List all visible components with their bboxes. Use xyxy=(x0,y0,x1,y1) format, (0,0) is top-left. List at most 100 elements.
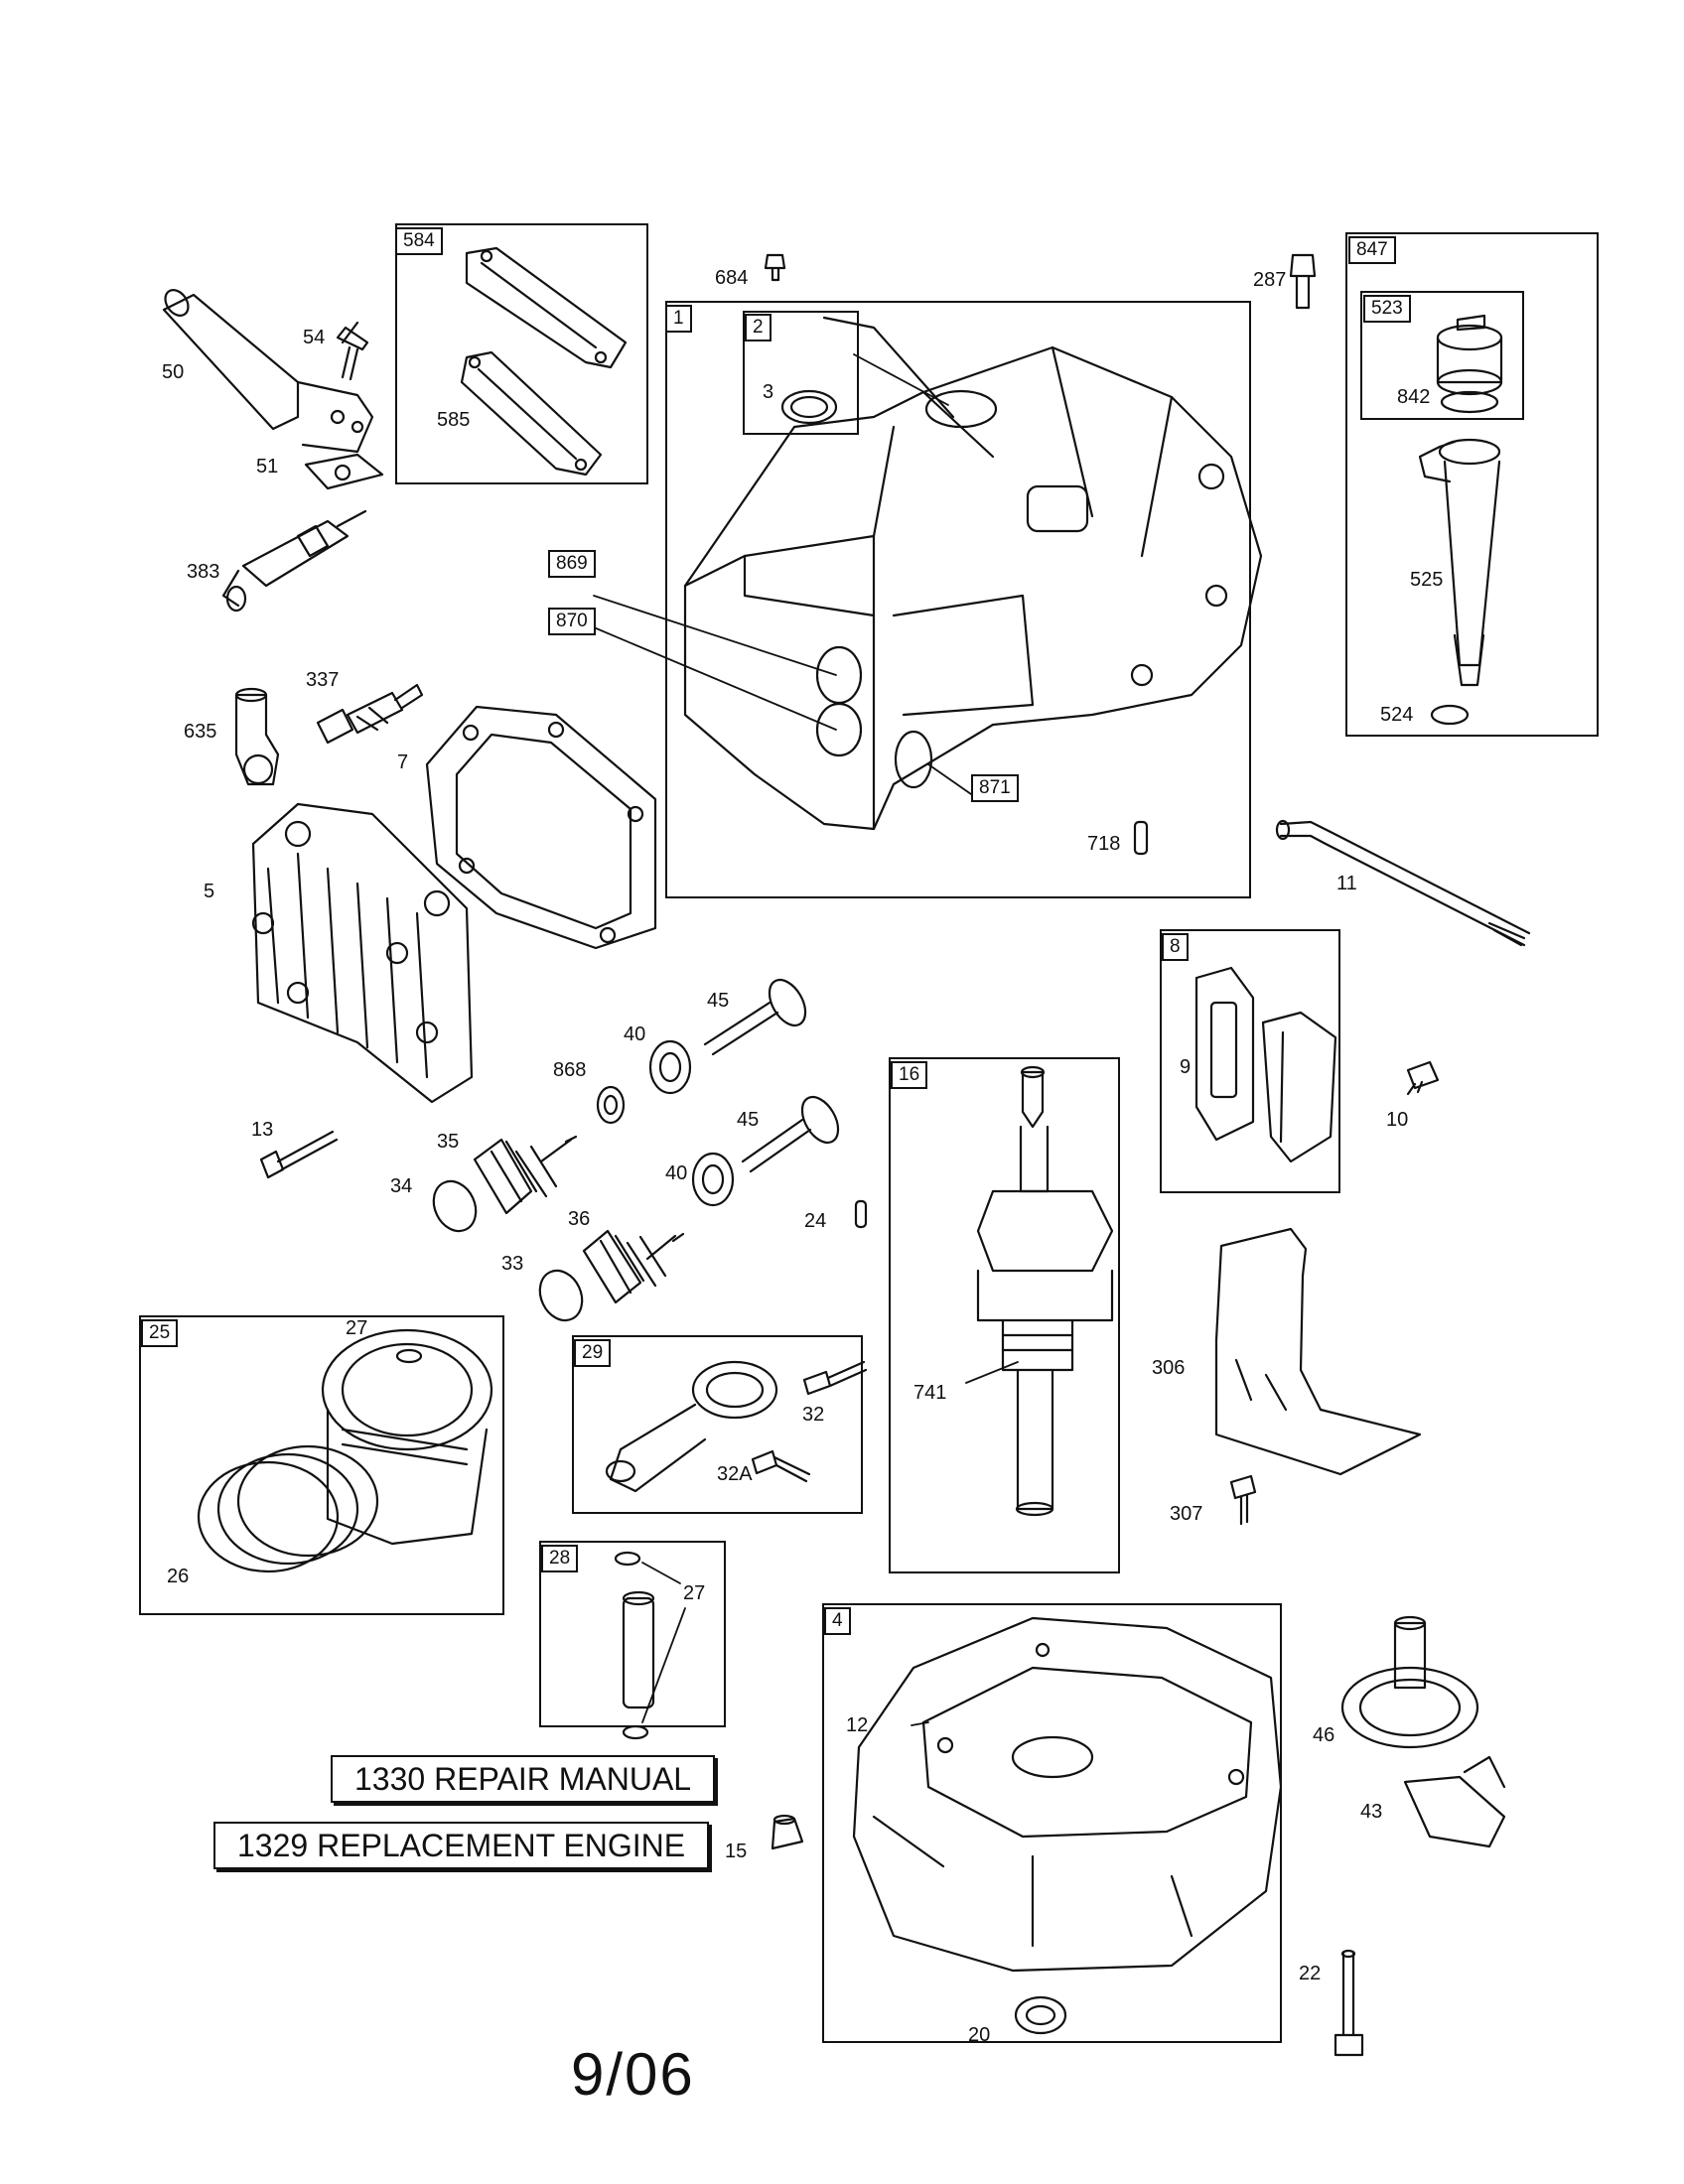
leader-lines xyxy=(593,353,1019,1726)
bolt-part xyxy=(336,321,369,381)
shield-screw-part xyxy=(1229,1474,1257,1526)
label-525: 525 xyxy=(1410,569,1444,591)
label-34: 34 xyxy=(390,1175,413,1197)
label-13: 13 xyxy=(251,1119,274,1141)
seal-box xyxy=(743,311,859,435)
label-718: 718 xyxy=(1087,833,1121,855)
piston-box xyxy=(139,1315,504,1615)
tag-523: 523 xyxy=(1363,295,1411,323)
drain-plug-part xyxy=(771,1814,804,1850)
label-741: 741 xyxy=(913,1382,947,1404)
oil-sump-box xyxy=(822,1603,1282,2043)
tag-870: 870 xyxy=(548,608,596,635)
label-27-pin: 27 xyxy=(683,1582,706,1604)
label-585: 585 xyxy=(437,409,471,431)
label-35: 35 xyxy=(437,1131,460,1153)
label-524: 524 xyxy=(1380,704,1414,726)
label-306: 306 xyxy=(1152,1357,1186,1379)
tag-16: 16 xyxy=(891,1061,928,1089)
connecting-rod-part xyxy=(605,1360,778,1493)
label-33: 33 xyxy=(501,1253,524,1275)
label-10: 10 xyxy=(1386,1109,1409,1131)
label-36: 36 xyxy=(568,1208,591,1230)
label-46: 46 xyxy=(1313,1724,1335,1746)
sump-bolt-part xyxy=(1333,1949,1364,2057)
replacement-engine-banner: 1329 REPLACEMENT ENGINE xyxy=(213,1822,710,1869)
crankshaft-box xyxy=(889,1057,1120,1573)
label-383: 383 xyxy=(187,561,220,583)
label-635: 635 xyxy=(184,721,217,743)
tag-28: 28 xyxy=(541,1545,579,1572)
gasket-set-box xyxy=(395,223,648,484)
label-7: 7 xyxy=(397,751,409,773)
label-22: 22 xyxy=(1299,1963,1322,1984)
crank-seal-part xyxy=(1014,1995,1067,2035)
label-307: 307 xyxy=(1170,1503,1203,1525)
head-bolt-part xyxy=(259,1130,339,1179)
label-24: 24 xyxy=(804,1210,827,1232)
small-bolt-part xyxy=(764,253,1317,310)
label-45-upper: 45 xyxy=(707,990,730,1012)
valve-seal-part xyxy=(648,1039,735,1207)
tag-871: 871 xyxy=(971,774,1019,802)
label-32: 32 xyxy=(802,1404,825,1426)
revision-date: 9/06 xyxy=(571,2041,695,2108)
dipstick-tube-part xyxy=(162,289,374,454)
connecting-rod-box xyxy=(572,1335,863,1514)
tag-584: 584 xyxy=(395,227,443,255)
cylinder-block-box xyxy=(665,301,1251,898)
tag-29: 29 xyxy=(574,1339,612,1367)
breather-part xyxy=(1194,966,1337,1163)
piston-part xyxy=(321,1328,493,1546)
rod-bolt-part xyxy=(751,1360,868,1483)
tag-8: 8 xyxy=(1162,933,1189,961)
label-40-upper: 40 xyxy=(624,1024,646,1045)
label-684: 684 xyxy=(715,267,749,289)
spark-plug-boot-part xyxy=(234,687,280,786)
pin-part xyxy=(854,1199,868,1229)
label-287: 287 xyxy=(1253,269,1287,291)
crankshaft-part xyxy=(976,1065,1114,1517)
oil-fill-box xyxy=(1345,232,1599,737)
tag-25: 25 xyxy=(141,1319,179,1347)
oil-sump-part xyxy=(852,1616,1283,1973)
piston-ring-part xyxy=(197,1444,379,1573)
label-40-lower: 40 xyxy=(665,1162,688,1184)
breather-screw-part xyxy=(1406,1060,1440,1096)
head-gasket-part xyxy=(425,705,657,950)
label-54: 54 xyxy=(303,327,326,348)
label-45-lower: 45 xyxy=(737,1109,760,1131)
oil-fill-tube-part xyxy=(1418,314,1503,726)
label-5: 5 xyxy=(204,881,215,902)
label-43: 43 xyxy=(1360,1801,1383,1823)
label-12: 12 xyxy=(846,1714,869,1736)
label-26: 26 xyxy=(167,1566,190,1587)
piston-pin-box xyxy=(539,1541,726,1727)
washer-part xyxy=(596,1085,626,1125)
label-3: 3 xyxy=(763,381,774,403)
shield-part xyxy=(1214,1227,1422,1476)
tag-4: 4 xyxy=(824,1607,851,1635)
governor-gear-part xyxy=(1340,1615,1479,1749)
governor-arm-part xyxy=(1403,1755,1506,1848)
label-15: 15 xyxy=(725,1841,748,1862)
label-842: 842 xyxy=(1397,386,1431,408)
tag-869: 869 xyxy=(548,550,596,578)
gasket-part xyxy=(304,453,384,490)
cap-box xyxy=(1360,291,1524,420)
dipstick-part xyxy=(1275,819,1531,947)
valve-head-part xyxy=(432,1179,584,1322)
dowel-pin-part xyxy=(1133,820,1149,856)
tag-847: 847 xyxy=(1348,236,1396,264)
tag-2: 2 xyxy=(745,314,772,341)
label-50: 50 xyxy=(162,361,185,383)
label-9: 9 xyxy=(1180,1056,1192,1078)
label-337: 337 xyxy=(306,669,340,691)
label-11: 11 xyxy=(1336,873,1357,894)
cylinder-head-part xyxy=(251,802,474,1104)
repair-manual-banner: 1330 REPAIR MANUAL xyxy=(331,1755,716,1803)
cylinder-block-part xyxy=(683,316,1263,831)
label-868: 868 xyxy=(553,1059,587,1081)
